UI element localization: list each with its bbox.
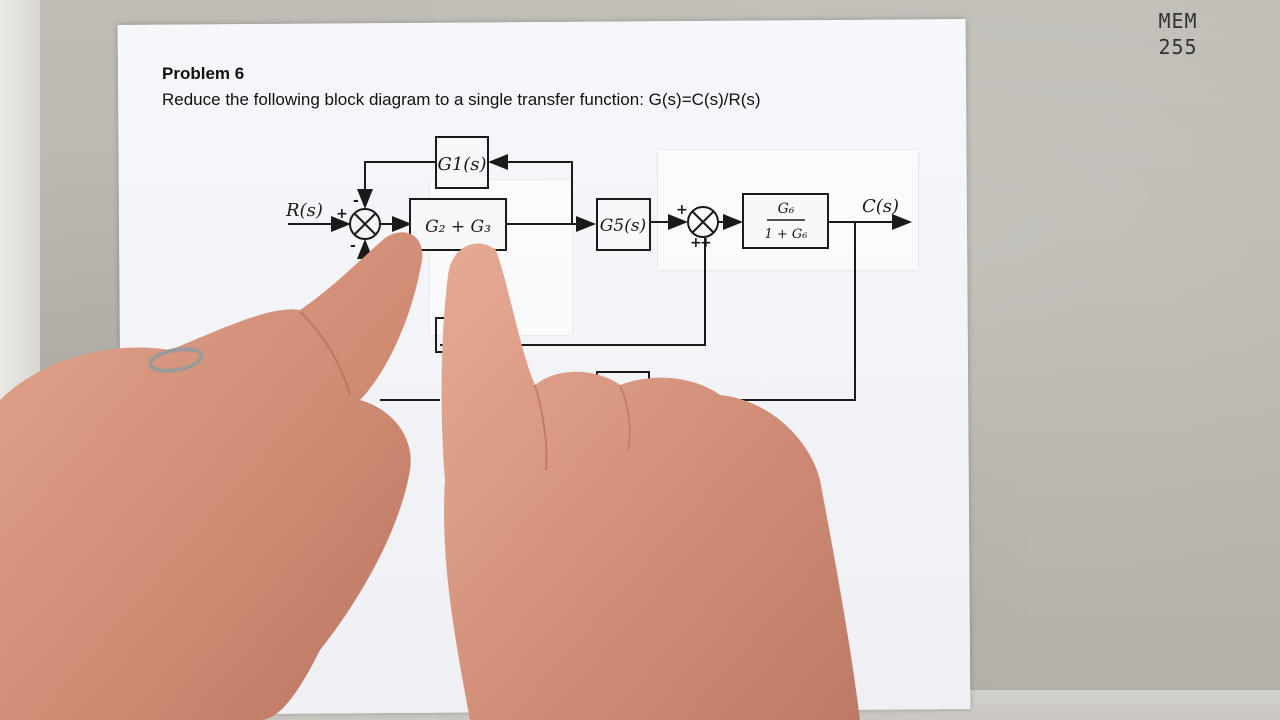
g1-feedback-in-line [488,154,573,224]
block-g6-denominator: 1 + G₆ [764,227,807,242]
course-code-line1: MEM [1158,9,1198,33]
sum2-left-sign: + [676,202,688,218]
problem-instruction: Reduce the following block diagram to a … [162,90,761,109]
sum2-bottom-sign-2: + [700,235,712,251]
block-g23-label: G₂ + G₃ [425,217,491,237]
block-g1-label: G1(s) [437,154,486,175]
block-g6-numerator: G₆ [778,201,795,217]
output-label: C(s) [862,196,899,217]
block-g6: G₆ 1 + G₆ [742,193,829,249]
course-code-line2: 255 [1158,35,1198,59]
input-label: R(s) [285,200,323,221]
inner-feedback-line [440,238,706,346]
block-g1: G1(s) [435,136,489,189]
sum1-bottom-sign: - [350,238,356,254]
block-g2-plus-g3: G₂ + G₃ [409,198,507,251]
sum2-bottom-sign: + [690,235,702,251]
summing-junction-1 [349,208,381,240]
course-code-note: MEM 255 [1148,8,1208,60]
g1-feedback-out-line [357,161,436,209]
block-g5-label: G5(s) [600,216,646,236]
sum1-bottom-feedback-line [357,239,380,346]
hidden-block-left [435,317,477,353]
summing-junction-2 [687,206,719,238]
sum1-top-sign: - [353,193,359,209]
hidden-block [596,371,650,393]
sum1-left-sign: + [336,206,348,222]
problem-title: Problem 6 [162,64,245,83]
block-g5: G5(s) [596,198,651,251]
